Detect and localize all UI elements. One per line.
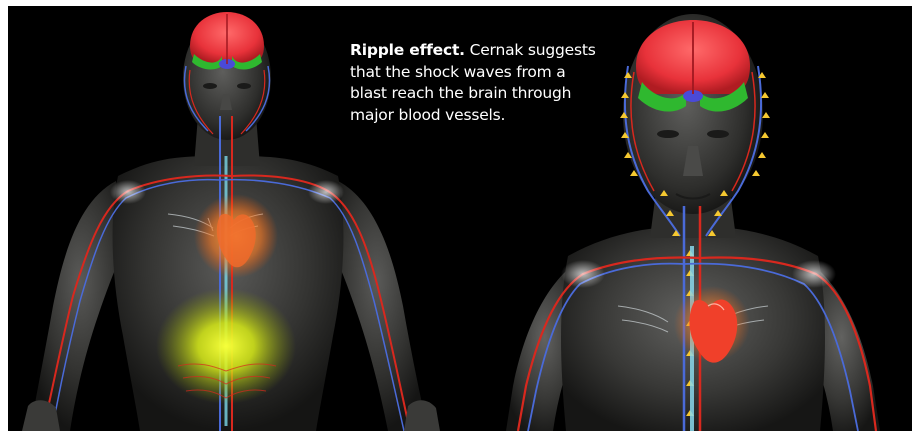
caption-lead: Ripple effect. [350, 41, 465, 59]
figure-caption: Ripple effect. Cernak suggests that the … [350, 40, 600, 126]
illustration-frame: Ripple effect. Cernak suggests that the … [8, 6, 912, 431]
